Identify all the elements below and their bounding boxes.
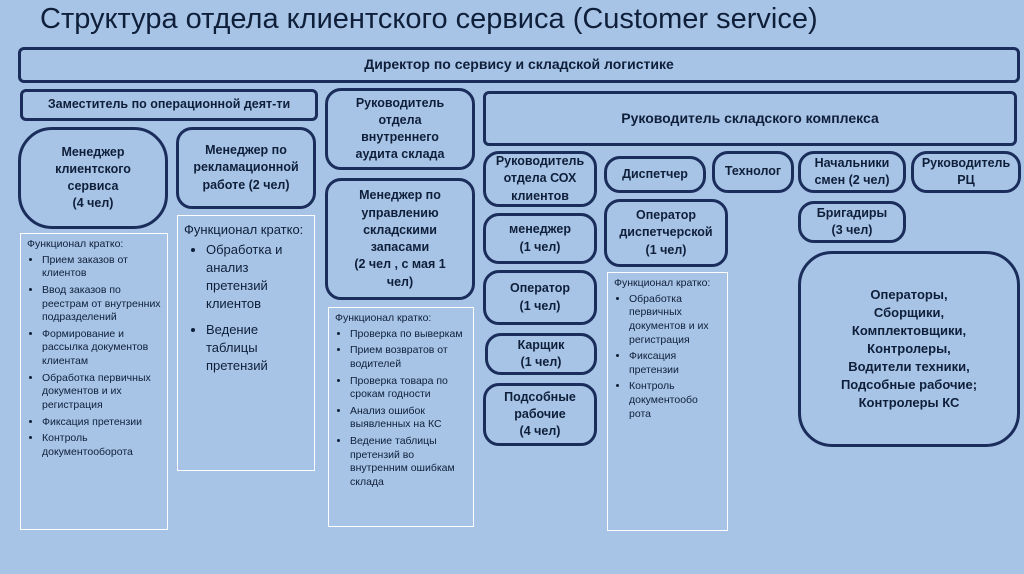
- function-item: Формирование и рассылка документов клиен…: [42, 328, 161, 369]
- client-service-manager-box: Менеджер клиентского сервиса (4 чел): [18, 127, 168, 229]
- function-item: Фиксация претензии: [629, 350, 721, 377]
- staff-box: Операторы, Сборщики, Комплектовщики, Кон…: [798, 251, 1020, 447]
- deputy-box: Заместитель по операционной деят-ти: [20, 89, 318, 121]
- helpers-box: Подсобные рабочие (4 чел): [483, 383, 597, 446]
- function-item: Ввод заказов по реестрам от внутренних п…: [42, 284, 161, 325]
- function-item: Обработка первичных документов и их реги…: [629, 293, 721, 348]
- function-item: Прием заказов от клиентов: [42, 254, 161, 281]
- dispatch-functions: Функционал кратко: Обработка первичных д…: [607, 272, 728, 531]
- inventory-functions: Функционал кратко: Проверка по выверкам …: [328, 307, 474, 527]
- function-item: Контроль документооборота: [42, 432, 161, 459]
- note-title: Функционал кратко:: [184, 222, 304, 237]
- client-service-functions: Функционал кратко: Прием заказов от клие…: [20, 233, 168, 530]
- director-box: Директор по сервису и складской логистик…: [18, 47, 1020, 83]
- claims-functions: Функционал кратко: Обработка и анализ пр…: [177, 215, 315, 471]
- function-item: Фиксация претензии: [42, 416, 161, 430]
- function-item: Анализ ошибок выявленных на КС: [350, 405, 467, 432]
- operator-box: Оператор (1 чел): [483, 270, 597, 325]
- technologist-box: Технолог: [712, 151, 794, 193]
- function-item: Обработка и анализ претензий клиентов: [206, 241, 308, 313]
- internal-audit-head-box: Руководитель отдела внутреннего аудита с…: [325, 88, 475, 170]
- warehouse-head-box: Руководитель складского комплекса: [483, 91, 1017, 146]
- dispatch-operator-box: Оператор диспетчерской (1 чел): [604, 199, 728, 267]
- function-item: Контроль документообо рота: [629, 380, 721, 421]
- shift-heads-box: Начальники смен (2 чел): [798, 151, 906, 193]
- function-item: Ведение таблицы претензий во внутренним …: [350, 435, 467, 490]
- function-item: Проверка по выверкам: [350, 328, 467, 342]
- note-title: Функционал кратко:: [614, 277, 711, 289]
- page-title: Структура отдела клиентского сервиса (Cu…: [40, 3, 818, 35]
- sox-head-box: Руководитель отдела СОХ клиентов: [483, 151, 597, 207]
- function-item: Проверка товара по срокам годности: [350, 375, 467, 402]
- dispatcher-box: Диспетчер: [604, 156, 706, 193]
- dc-head-box: Руководитель РЦ: [911, 151, 1021, 193]
- function-item: Ведение таблицы претензий: [206, 321, 308, 375]
- note-title: Функционал кратко:: [335, 312, 432, 324]
- note-title: Функционал кратко:: [27, 238, 124, 250]
- function-item: Обработка первичных документов и их реги…: [42, 372, 161, 413]
- inventory-manager-box: Менеджер по управлению складскими запаса…: [325, 178, 475, 300]
- foremen-box: Бригадиры (3 чел): [798, 201, 906, 243]
- claims-manager-box: Менеджер по рекламационной работе (2 чел…: [176, 127, 316, 209]
- function-item: Прием возвратов от водителей: [350, 344, 467, 371]
- stacker-box: Карщик (1 чел): [485, 333, 597, 375]
- manager-box: менеджер (1 чел): [483, 213, 597, 264]
